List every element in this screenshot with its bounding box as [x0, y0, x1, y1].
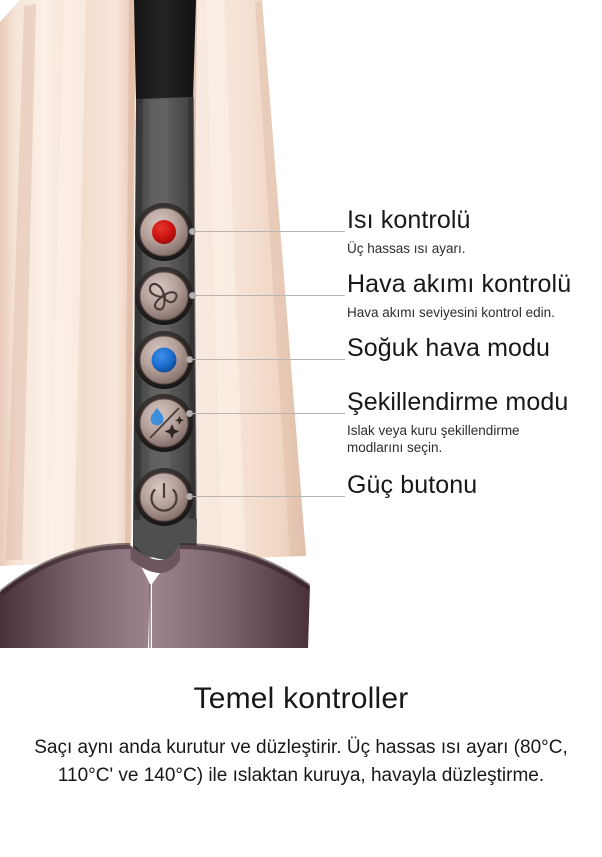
leader-dot-cold-air [186, 356, 193, 363]
callout-desc-airflow-control: Hava akımı seviyesini kontrol edin. [347, 304, 555, 320]
callout-heat-control: Isı kontrolü Üç hassas ısı ayarı. [347, 206, 471, 257]
callout-title-airflow-control: Hava akımı kontrolü [347, 270, 572, 298]
airflow-control-button-graphic [135, 267, 193, 325]
callout-title-power-button: Güç butonu [347, 471, 478, 499]
bottom-heading: Temel kontroller [193, 682, 409, 715]
leader-line-heat-control [196, 231, 345, 232]
bottom-body-text: Saçı aynı anda kurutur ve düzleştirir. Ü… [34, 737, 568, 786]
power-button-graphic [135, 468, 193, 526]
callout-power-button: Güç butonu [347, 471, 478, 500]
leader-dot-heat-control [189, 228, 196, 235]
leader-dot-styling-mode [186, 410, 193, 417]
callout-desc-heat-control: Üç hassas ısı ayarı. [347, 240, 466, 256]
bottom-description-block: Temel kontroller Saçı aynı anda kurutur … [0, 660, 602, 857]
leader-line-power-button [193, 496, 345, 497]
callout-title-styling-mode: Şekillendirme modu [347, 388, 569, 416]
heat-control-button-graphic [135, 203, 193, 261]
leader-dot-airflow-control [189, 292, 196, 299]
callout-title-heat-control: Isı kontrolü [347, 206, 471, 234]
leader-line-airflow-control [196, 295, 345, 296]
callout-title-cold-air-mode: Soğuk hava modu [347, 334, 551, 362]
product-illustration [0, 0, 330, 660]
callout-desc-styling-mode: Islak veya kuru şekillendirme modlarını … [347, 422, 520, 456]
cold-air-button-graphic [135, 331, 193, 389]
leader-line-cold-air [193, 359, 345, 360]
callout-airflow-control: Hava akımı kontrolü Hava akımı seviyesin… [347, 270, 572, 321]
styling-mode-button-graphic [135, 394, 193, 452]
callout-styling-mode: Şekillendirme modu Islak veya kuru şekil… [347, 388, 569, 457]
leader-line-styling-mode [193, 413, 345, 414]
leader-dot-power-button [186, 493, 193, 500]
callout-cold-air-mode: Soğuk hava modu [347, 334, 551, 363]
